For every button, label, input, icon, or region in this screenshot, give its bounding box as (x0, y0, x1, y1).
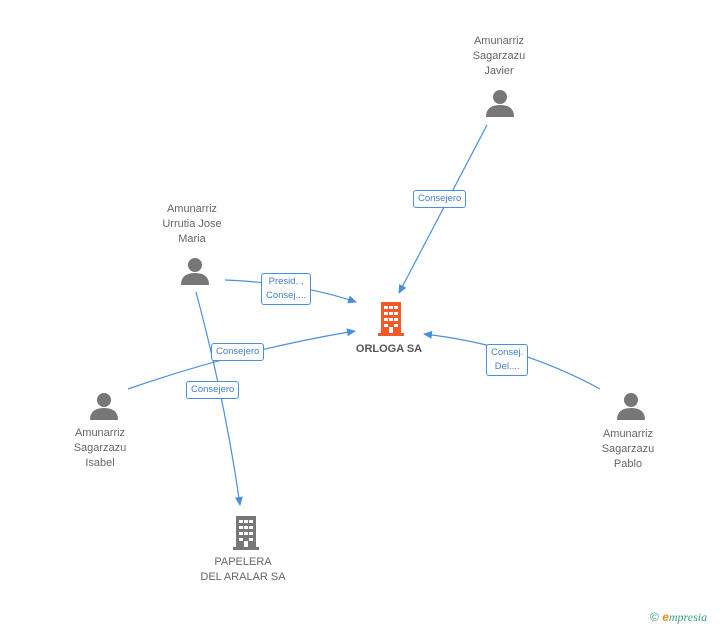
edge-josemaria-papelera[interactable] (195, 291, 243, 506)
person-icon[interactable] (180, 256, 210, 286)
node-label-papelera[interactable]: PAPELERA DEL ARALAR SA (173, 555, 313, 585)
edge-label-line: Consejero (418, 193, 462, 204)
building-icon[interactable] (231, 516, 261, 550)
edge-label-josemaria-papelera[interactable]: Consejero (186, 381, 240, 399)
edge-label-line: Consej.... (266, 290, 307, 301)
name-line: Amunarriz (166, 203, 218, 215)
edge-label-line: Consejero (191, 384, 235, 395)
name-line: Amunarriz (602, 428, 654, 440)
building-icon[interactable] (376, 302, 406, 336)
edge-label-line: Del.... (494, 361, 520, 372)
name-line: Sagarzazu (73, 442, 127, 454)
brand-e: e (662, 610, 669, 624)
brand-logo: © empresia (650, 610, 707, 625)
name-line: PAPELERA (214, 556, 272, 568)
person-icon[interactable] (485, 88, 515, 118)
edge-label-line: Consej. (491, 347, 524, 358)
node-label-javier[interactable]: Amunarriz Sagarzazu Javier (429, 34, 569, 79)
edge-label-line: Presid. , (268, 276, 304, 287)
name-line: Sagarzazu (472, 50, 526, 62)
name-line: Sagarzazu (601, 443, 655, 455)
node-label-orloga[interactable]: ORLOGA SA (319, 342, 459, 357)
name-line: Javier (484, 65, 514, 77)
edge-label-line: Consejero (216, 346, 260, 357)
person-icon[interactable] (616, 391, 646, 421)
name-line: Maria (178, 233, 206, 245)
name-line: Pablo (613, 458, 643, 470)
edge-label-isabel-orloga[interactable]: Consejero (211, 343, 265, 361)
name-line: Isabel (85, 457, 115, 469)
name-line: DEL ARALAR SA (200, 571, 286, 583)
company-name: ORLOGA SA (355, 343, 423, 355)
node-label-pablo[interactable]: Amunarriz Sagarzazu Pablo (558, 427, 698, 472)
name-line: Amunarriz (74, 427, 126, 439)
person-icon[interactable] (89, 391, 119, 421)
edge-javier-orloga[interactable] (398, 124, 488, 294)
name-line: Amunarriz (473, 35, 525, 47)
copyright-symbol: © (650, 610, 659, 624)
node-label-isabel[interactable]: Amunarriz Sagarzazu Isabel (30, 426, 170, 471)
edge-label-pablo-orloga[interactable]: Consej. Del.... (486, 344, 529, 376)
name-line: Urrutia Jose (162, 218, 222, 230)
edge-label-javier-orloga[interactable]: Consejero (413, 190, 467, 208)
node-label-jose-maria[interactable]: Amunarriz Urrutia Jose Maria (122, 202, 262, 247)
brand-text: mpresia (668, 610, 708, 624)
edge-label-josemaria-orloga[interactable]: Presid. , Consej.... (261, 273, 312, 305)
